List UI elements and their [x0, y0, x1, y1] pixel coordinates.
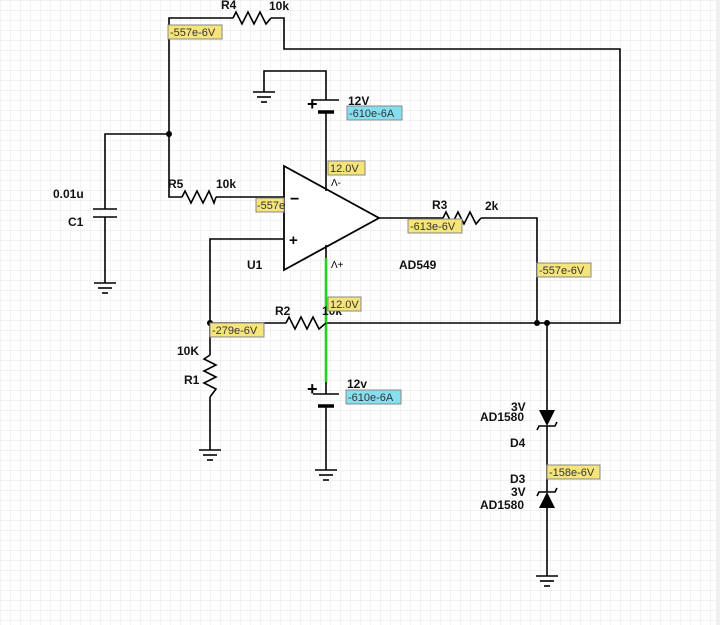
ground-icon — [199, 449, 221, 461]
zener-diode-d4[interactable] — [536, 410, 558, 431]
d3-voltage: 3V — [511, 485, 526, 499]
d4-voltage: 3V — [511, 400, 526, 414]
probe-vneg[interactable]: 12.0V — [327, 160, 366, 176]
diode-triangle — [539, 410, 555, 426]
probe-right-node[interactable]: -557e-6V — [536, 262, 592, 278]
d4-name: D4 — [510, 436, 526, 450]
u1-name: U1 — [247, 258, 263, 272]
ground-icon — [253, 91, 275, 103]
r3-name: R3 — [432, 198, 448, 212]
resistor-r1[interactable] — [202, 354, 218, 398]
opamp-body — [283, 164, 381, 272]
r5-value: 10k — [216, 177, 236, 191]
probe-output[interactable]: -613e-6V — [407, 218, 463, 234]
wire-r5-left — [168, 134, 182, 198]
wire-r3-right — [481, 217, 538, 323]
r1-value: 10K — [177, 344, 199, 358]
c1-value: 0.01u — [53, 187, 84, 201]
probe-vpos[interactable]: 12.0V — [327, 296, 362, 312]
junction-dot — [166, 131, 172, 137]
r2-name: R2 — [275, 304, 291, 318]
u1-model: AD549 — [399, 258, 437, 272]
ground-icon — [94, 282, 116, 294]
opamp-u1[interactable] — [283, 164, 381, 272]
diode-triangle — [539, 492, 555, 508]
opamp-vneg-label: Λ- — [331, 178, 341, 189]
resistor-r2[interactable] — [285, 315, 327, 331]
probe-r1-node[interactable]: -279e-6V — [209, 322, 265, 338]
resistor-r3[interactable] — [442, 210, 482, 226]
r4-name: R4 — [221, 0, 237, 12]
zener-diode-d3[interactable] — [536, 487, 558, 508]
wire-r4-left — [168, 17, 233, 134]
vertical-scrollbar[interactable] — [716, 0, 720, 625]
resistor-r5[interactable] — [181, 189, 217, 206]
probe-value: -557e-6V — [539, 265, 585, 277]
opamp-vpos-label: Λ+ — [331, 260, 344, 271]
capacitor-c1[interactable] — [93, 208, 117, 218]
dc-source-top[interactable] — [313, 99, 339, 124]
r4-value: 10k — [269, 0, 289, 13]
wire-supply-top-ground — [263, 70, 327, 100]
diode-cathode-bar — [536, 487, 558, 497]
probe-value: -557e — [257, 200, 285, 212]
diode-cathode-bar — [536, 421, 558, 431]
supply-bottom-voltage: 12v — [347, 377, 367, 391]
probe-value: -279e-6V — [212, 325, 258, 337]
opamp-noninverting-symbol: + — [289, 232, 298, 249]
d4-model: AD1580 — [480, 410, 524, 424]
supply-top-voltage: 12V — [348, 94, 369, 108]
wire-c1-top — [104, 133, 169, 209]
junction-dot — [544, 320, 550, 326]
probe-value: -557e-6V — [170, 27, 216, 39]
probe-value: -610e-6A — [348, 392, 394, 404]
ground-icon — [536, 575, 558, 587]
probe-value: 12.0V — [330, 163, 359, 175]
probe-inverting[interactable]: -557e — [255, 197, 285, 213]
c1-name: C1 — [68, 215, 84, 229]
wires — [104, 17, 621, 576]
probe-supply-bottom-current[interactable]: -610e-6A — [345, 389, 402, 405]
wire-r4-right-loop — [271, 17, 621, 324]
supply-top-plus-sign: + — [307, 94, 318, 114]
d3-model: AD1580 — [480, 498, 524, 512]
probe-supply-top-current[interactable]: -610e-6A — [346, 105, 403, 121]
probe-value: -158e-6V — [549, 467, 595, 479]
probe-value: 12.0V — [330, 299, 359, 311]
ground-icon — [315, 469, 337, 481]
dc-source-bottom[interactable] — [313, 382, 339, 408]
r3-value: 2k — [485, 199, 499, 213]
opamp-inverting-symbol: − — [290, 191, 299, 208]
resistor-r4[interactable] — [232, 10, 272, 26]
supply-bottom-plus-sign: + — [307, 379, 318, 399]
probe-value: -613e-6V — [410, 221, 456, 233]
probe-diode-mid[interactable]: -158e-6V — [546, 464, 601, 480]
probe-value: -610e-6A — [349, 108, 395, 120]
r1-name: R1 — [184, 373, 200, 387]
d3-name: D3 — [510, 472, 526, 486]
r5-name: R5 — [168, 177, 184, 191]
junction-dot — [534, 320, 540, 326]
probe-r4-left[interactable]: -557e-6V — [167, 24, 223, 40]
